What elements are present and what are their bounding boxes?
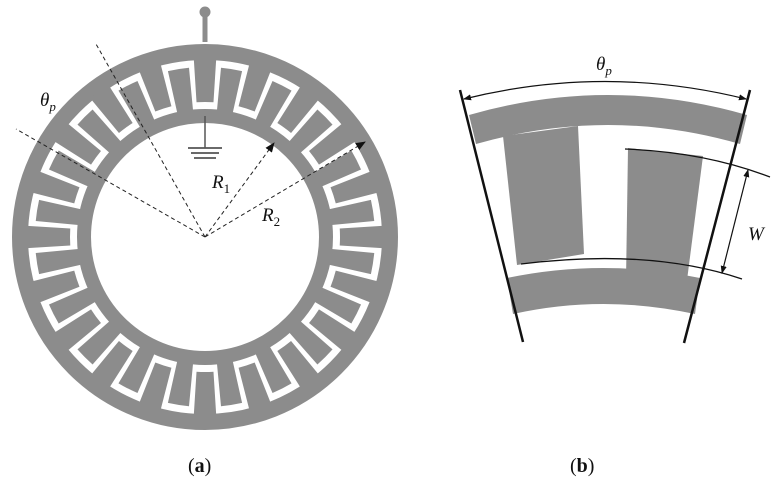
inner-tooth (327, 248, 375, 275)
inner-tooth (167, 359, 194, 407)
inner-tooth (216, 359, 243, 407)
inner-tooth (255, 345, 292, 394)
theta-arc-b (463, 80, 747, 101)
detail-finger-left (503, 126, 584, 265)
outer-tooth (277, 85, 320, 133)
caption-b: (b) (570, 455, 594, 477)
outer-tooth (138, 362, 172, 412)
outer-tooth (25, 225, 71, 249)
detail-finger-right (626, 148, 703, 288)
outer-tooth (30, 270, 80, 304)
outer-tooth (309, 309, 357, 352)
inner-tooth (118, 80, 155, 129)
w-ref-arc-top (624, 148, 771, 178)
theta-label-b: θp (596, 54, 612, 78)
inner-tooth (255, 80, 292, 129)
inner-tooth (288, 109, 333, 154)
outer-ring (12, 44, 398, 430)
detail-left-boundary (458, 89, 525, 343)
outer-tooth (238, 62, 272, 112)
outer-tooth (53, 309, 101, 352)
inner-tooth (77, 320, 122, 365)
outer-tooth (30, 170, 80, 204)
pitch-angle-line-2 (95, 43, 206, 238)
outer-tooth (238, 362, 272, 412)
outer-tooth (277, 341, 320, 389)
r2-label: R2 (261, 205, 280, 229)
w-ref-arc-bottom (520, 257, 743, 280)
outer-tooth (90, 341, 133, 389)
radius-r1-arrow (204, 142, 275, 238)
inner-tooth (48, 150, 97, 187)
terminal-pin-icon (199, 6, 211, 18)
outer-tooth (330, 170, 380, 204)
inner-tooth (327, 199, 375, 226)
outer-tooth (193, 57, 217, 103)
panel-a: θp R1 R2 (a) (12, 6, 398, 477)
w-dimension-arrow (720, 169, 750, 274)
theta-label-a: θp (40, 90, 56, 114)
inner-tooth (118, 345, 155, 394)
inner-tooth (35, 248, 83, 275)
pitch-angle-line-1 (15, 128, 206, 238)
inner-tooth (313, 150, 362, 187)
outer-tooth (330, 270, 380, 304)
inner-tooth (48, 287, 97, 324)
outer-electrode-teeth (25, 57, 385, 417)
inner-tooth (35, 199, 83, 226)
inner-tooth (288, 320, 333, 365)
detail-right-boundary (682, 89, 752, 344)
inner-tooth (313, 287, 362, 324)
w-label: W (748, 224, 766, 245)
inner-electrode-teeth (35, 67, 375, 407)
detail-outer-arc-band (469, 95, 747, 144)
outer-tooth (90, 85, 133, 133)
outer-tooth (339, 225, 385, 249)
r1-label: R1 (211, 172, 230, 196)
outer-tooth (193, 371, 217, 417)
ground-icon (188, 147, 222, 159)
inner-tooth (167, 67, 194, 115)
radius-r2-arrow (204, 141, 366, 238)
outer-tooth (53, 122, 101, 165)
panel-b: θp W (b) (458, 54, 771, 477)
outer-tooth (138, 62, 172, 112)
inner-tooth (216, 67, 243, 115)
caption-a: (a) (188, 455, 211, 477)
outer-tooth (309, 122, 357, 165)
inner-tooth (77, 109, 122, 154)
